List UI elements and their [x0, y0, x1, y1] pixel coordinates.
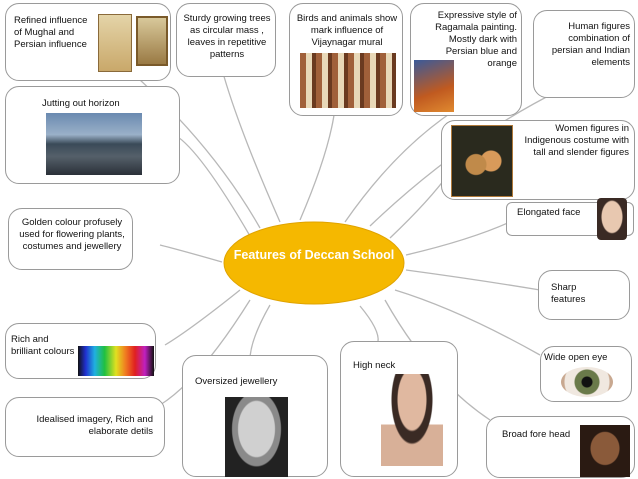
node-forehead: Broad fore head — [486, 416, 635, 478]
node-forehead-text: Broad fore head — [502, 429, 571, 440]
node-human: Human figures combination of persian and… — [533, 10, 635, 98]
node-sharp-text: Sharp features — [551, 282, 586, 305]
node-golden: Golden colour profusely used for floweri… — [8, 208, 133, 270]
central-title: Features of Deccan School — [233, 248, 395, 262]
node-eye-text: Wide open eye — [544, 352, 608, 363]
central-topic: Features of Deccan School — [222, 220, 406, 306]
node-elongated-text: Elongated face — [517, 207, 581, 218]
oversized-jewellery-image — [225, 397, 288, 477]
node-rich-text: Rich and brilliant colours — [11, 334, 75, 357]
high-neck-image — [381, 374, 443, 466]
node-jewellery-text: Oversized jewellery — [195, 376, 278, 387]
mughal-painting-image — [98, 14, 132, 72]
node-golden-text: Golden colour profusely used for floweri… — [19, 217, 125, 252]
node-horizon: Jutting out horizon — [5, 86, 180, 184]
vijaynagar-mural-image — [300, 53, 396, 108]
node-jewellery: Oversized jewellery — [182, 355, 328, 477]
node-idealised: Idealised imagery, Rich and elaborate de… — [5, 397, 165, 457]
women-painting-image — [451, 125, 513, 197]
node-neck-text: High neck — [353, 360, 396, 371]
node-women: Women figures in Indigenous costume with… — [441, 120, 635, 200]
broad-forehead-image — [580, 425, 630, 477]
node-eye: Wide open eye — [540, 346, 632, 402]
node-birds-text: Birds and animals show mark influence of… — [296, 13, 398, 48]
node-ragamala-text: Expressive style of Ragamala painting. M… — [435, 10, 517, 69]
node-trees: Sturdy growing trees as circular mass , … — [176, 3, 276, 77]
node-ragamala: Expressive style of Ragamala painting. M… — [410, 3, 522, 116]
node-horizon-text: Jutting out horizon — [42, 98, 120, 109]
node-rich: Rich and brilliant colours — [5, 323, 156, 379]
node-human-text: Human figures combination of persian and… — [551, 21, 630, 68]
rainbow-colours-image — [78, 346, 154, 376]
node-sharp: Sharp features — [538, 270, 630, 320]
ragamala-painting-image — [414, 60, 454, 112]
elongated-face-image — [597, 198, 627, 240]
node-neck: High neck — [340, 341, 458, 477]
node-idealised-text: Idealised imagery, Rich and elaborate de… — [36, 414, 153, 437]
wide-eye-image — [561, 367, 613, 397]
node-elongated: Elongated face — [506, 198, 634, 240]
central-ellipse — [223, 221, 405, 305]
node-mughal-text: Refined influence of Mughal and Persian … — [14, 15, 88, 50]
node-trees-text: Sturdy growing trees as circular mass , … — [183, 13, 271, 60]
node-birds: Birds and animals show mark influence of… — [289, 3, 403, 116]
node-women-text: Women figures in Indigenous costume with… — [524, 123, 629, 158]
node-mughal: Refined influence of Mughal and Persian … — [5, 3, 171, 81]
persian-painting-image — [136, 16, 168, 66]
horizon-landscape-image — [46, 113, 142, 175]
